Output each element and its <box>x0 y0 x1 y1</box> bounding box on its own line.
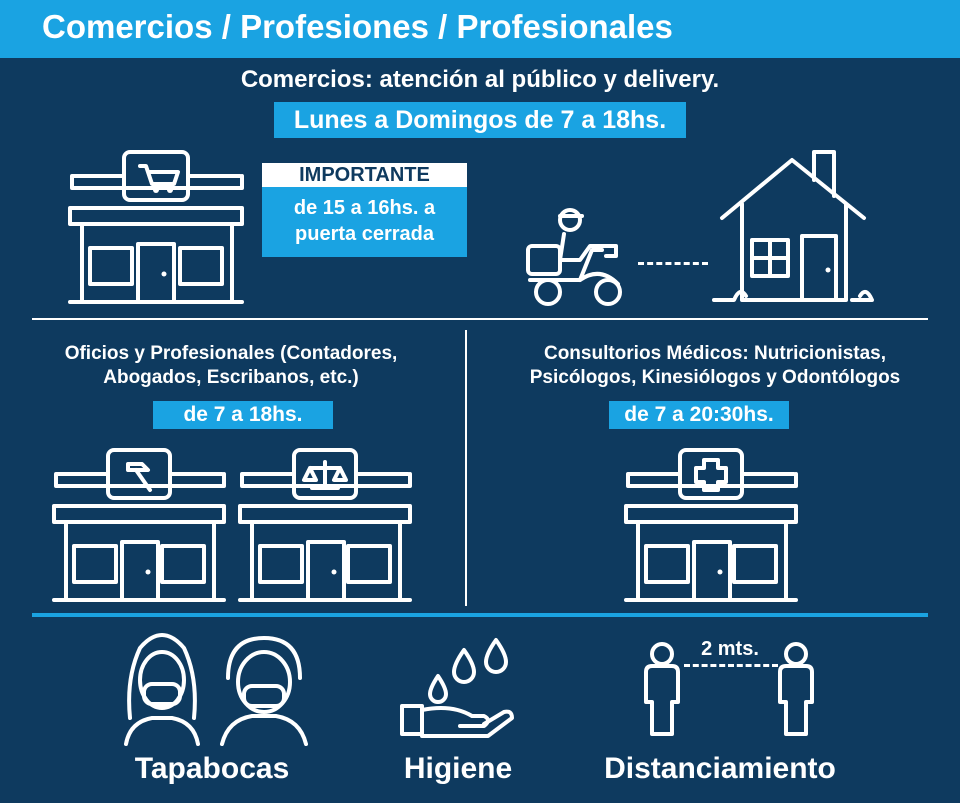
distance-dash <box>684 664 778 667</box>
store-medical-cross-icon <box>624 448 798 602</box>
important-line-1: de 15 a 16hs. a <box>293 197 436 219</box>
distance-people-icon <box>644 642 814 736</box>
caption-distanciamiento: Distanciamiento <box>604 752 836 785</box>
distance-label: 2 mts. <box>701 638 759 660</box>
caption-higiene: Higiene <box>403 752 513 785</box>
store-cart-icon <box>68 150 244 304</box>
important-line-2: puerta cerrada <box>295 223 434 245</box>
important-notice: IMPORTANTE de 15 a 16hs. a puerta cerrad… <box>262 163 467 257</box>
store-scale-icon <box>238 448 412 602</box>
delivery-dash <box>638 262 708 265</box>
delivery-scooter-icon <box>526 208 622 306</box>
important-text: de 15 a 16hs. a puerta cerrada <box>262 187 467 257</box>
important-label: IMPORTANTE <box>262 163 467 187</box>
divider-vertical <box>465 330 467 606</box>
masked-people-icon <box>124 633 308 746</box>
consultorios-line-2: Psicólogos, Kinesiólogos y Odontólogos <box>529 367 901 388</box>
oficios-line-1: Oficios y Profesionales (Contadores, <box>64 343 398 364</box>
oficios-hours-badge: de 7 a 18hs. <box>153 401 333 429</box>
consultorios-line-1: Consultorios Médicos: Nutricionistas, <box>543 343 887 364</box>
house-icon <box>712 150 874 302</box>
header-bar <box>0 0 960 58</box>
oficios-text: Oficios y Profesionales (Contadores, Abo… <box>0 342 462 390</box>
divider-bottom <box>32 613 928 617</box>
divider-top <box>32 318 928 320</box>
page-title: Comercios / Profesiones / Profesionales <box>42 8 673 45</box>
consultorios-hours-badge: de 7 a 20:30hs. <box>609 401 789 429</box>
oficios-line-2: Abogados, Escribanos, etc.) <box>103 367 359 388</box>
comercios-subtitle: Comercios: atención al público y deliver… <box>240 66 720 93</box>
store-hammer-icon <box>52 448 226 602</box>
comercios-hours-badge: Lunes a Domingos de 7 a 18hs. <box>274 102 686 138</box>
consultorios-text: Consultorios Médicos: Nutricionistas, Ps… <box>470 342 960 390</box>
caption-tapabocas: Tapabocas <box>134 752 290 785</box>
hand-wash-icon <box>400 638 514 738</box>
